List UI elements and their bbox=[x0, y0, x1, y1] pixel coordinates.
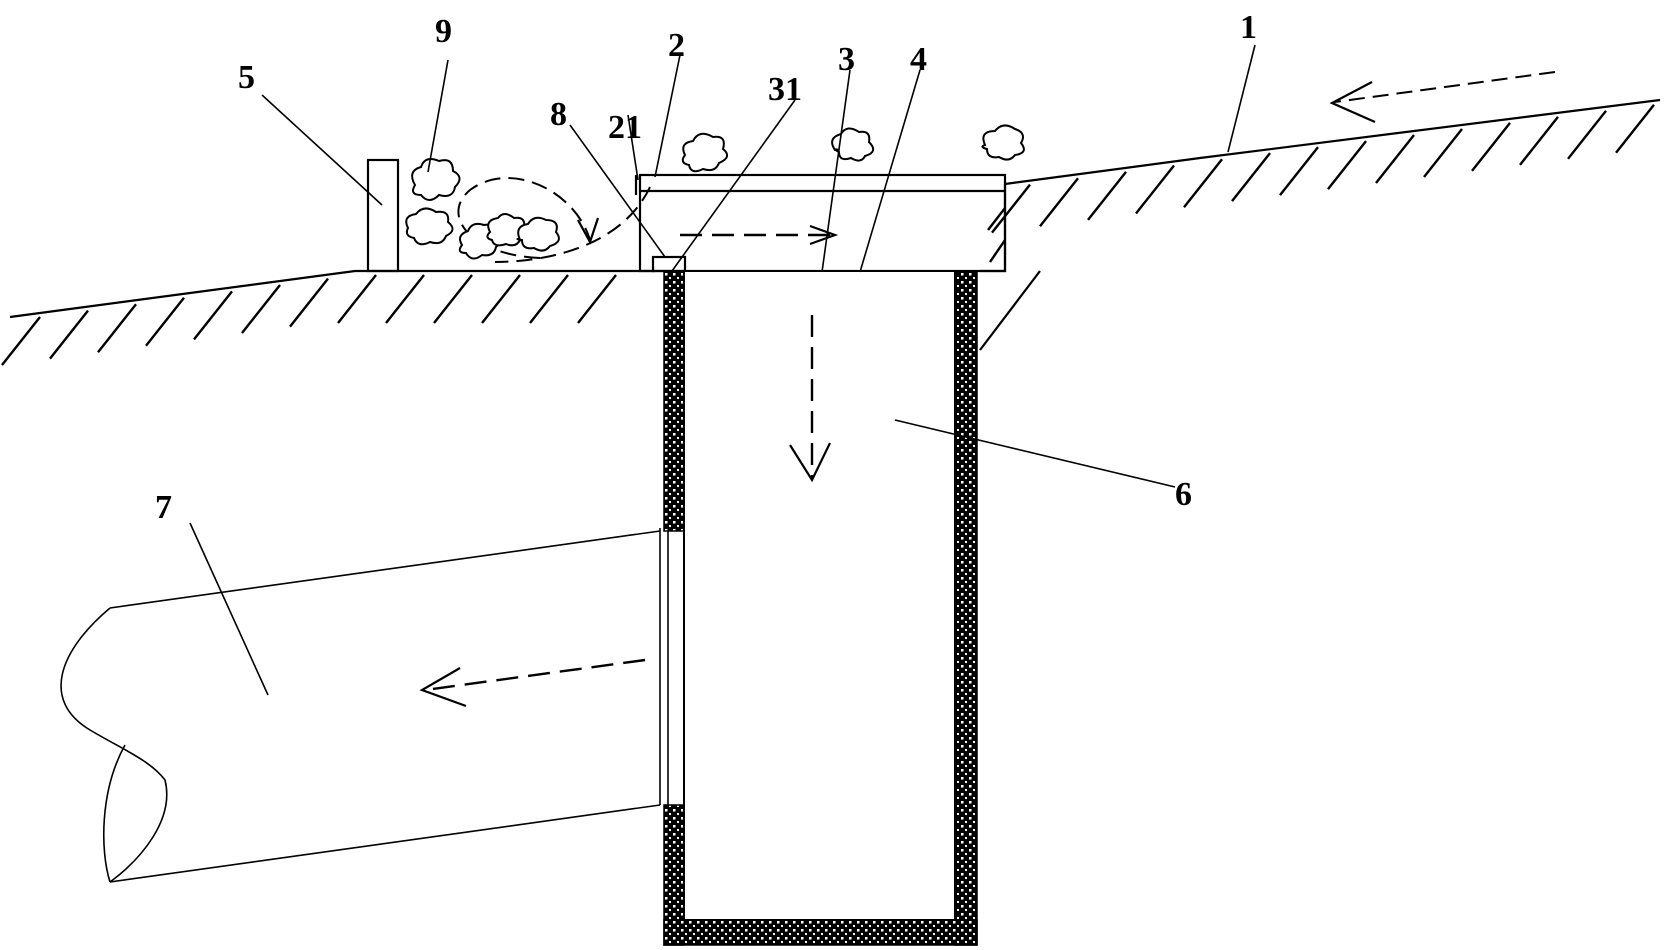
flow-arrow-down bbox=[789, 315, 831, 483]
label-4: 4 bbox=[910, 41, 927, 78]
label-6: 6 bbox=[1175, 476, 1192, 513]
grate-cover bbox=[634, 173, 1007, 273]
label-31: 31 bbox=[768, 71, 802, 108]
ground-left bbox=[1, 269, 655, 366]
label-21: 21 bbox=[608, 109, 642, 146]
leader-lines bbox=[189, 44, 1256, 696]
label-7: 7 bbox=[155, 489, 172, 526]
barrier-post bbox=[366, 158, 400, 273]
drain-pipe bbox=[60, 528, 669, 883]
ground-left-hatching bbox=[1, 274, 617, 366]
label-5: 5 bbox=[238, 59, 255, 96]
collection-well bbox=[663, 270, 978, 946]
flow-arrow-surface bbox=[1329, 71, 1556, 124]
label-9: 9 bbox=[435, 13, 452, 50]
slope-ground bbox=[979, 98, 1661, 351]
label-2: 2 bbox=[668, 27, 685, 64]
label-1: 1 bbox=[1240, 9, 1257, 46]
flow-arrow-grate bbox=[680, 224, 839, 246]
ground-right-hatching bbox=[987, 104, 1655, 263]
debris-cluster bbox=[405, 124, 1025, 260]
label-3: 3 bbox=[838, 41, 855, 78]
flow-arrow-pipe bbox=[419, 658, 646, 708]
label-8: 8 bbox=[550, 96, 567, 133]
